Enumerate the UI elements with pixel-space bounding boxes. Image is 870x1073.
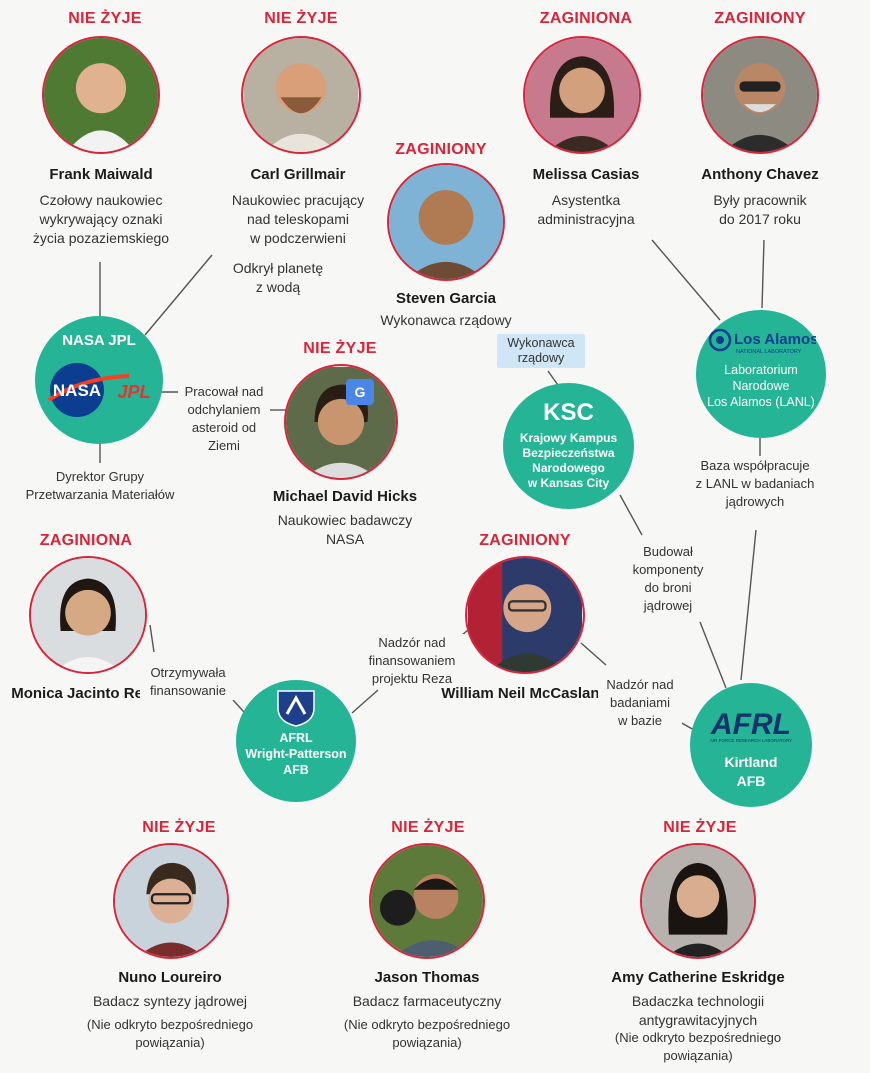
avatar-nuno xyxy=(113,843,229,959)
name-carl: Carl Grillmair xyxy=(250,166,346,183)
link-label-kirtland xyxy=(699,621,727,689)
translate-icon[interactable]: G xyxy=(346,379,374,405)
link-monica-label xyxy=(149,624,155,653)
link-lanl-kirtland xyxy=(740,529,757,681)
org-ksc: KSC Krajowy Kampus Bezpieczeństwa Narodo… xyxy=(503,383,634,509)
svg-text:AFRL: AFRL xyxy=(710,709,791,741)
link-afrlwp-label xyxy=(351,689,379,714)
label-hicks-nasa: Pracował nad odchylaniem asteroid od Zie… xyxy=(178,383,270,455)
link-william-label xyxy=(580,642,607,666)
name-nuno: Nuno Loureiro xyxy=(118,969,222,986)
note-jason: (Nie odkryto bezpośredniego powiązania) xyxy=(343,1017,511,1050)
org-lanl: Los Alamos NATIONAL LABORATORY Laborator… xyxy=(696,310,826,438)
link-label-afrlwp xyxy=(232,699,245,713)
lanl-name: Laboratorium Narodowe Los Alamos (LANL) xyxy=(707,363,815,409)
desc-nuno: Badacz syntezy jądrowej xyxy=(92,993,248,1009)
avatar-carl xyxy=(241,36,361,154)
afrl-logo: AFRL AIR FORCE RESEARCH LABORATORY xyxy=(710,709,792,743)
note-nuno: (Nie odkryto bezpośredniego powiązania) xyxy=(86,1017,254,1050)
org-nasa-jpl: NASA JPL NASA JPL xyxy=(35,316,163,444)
svg-text:AIR FORCE RESEARCH LABORATORY: AIR FORCE RESEARCH LABORATORY xyxy=(710,738,792,743)
name-steven: Steven Garcia xyxy=(395,290,497,307)
link-anthony-lanl xyxy=(761,239,765,309)
svg-text:NASA: NASA xyxy=(53,381,101,400)
name-william: William Neil McCasland xyxy=(441,685,609,702)
link-melissa-lanl xyxy=(651,239,721,321)
avatar-melissa xyxy=(523,36,641,154)
kirtland-name: Kirtland AFB xyxy=(724,754,778,789)
label-william-afrl: Nadzór nad finansowaniem projektu Reza xyxy=(360,634,464,688)
status-frank: NIE ŻYJE xyxy=(68,10,142,27)
status-melissa: ZAGINIONA xyxy=(539,10,633,27)
status-jason: NIE ŻYJE xyxy=(391,819,465,836)
status-steven: ZAGINIONY xyxy=(395,141,487,158)
label-william-kirtland: Nadzór nad badaniami w bazie xyxy=(598,676,682,730)
avatar-william xyxy=(465,556,585,674)
nasa-jpl-name: NASA JPL xyxy=(62,332,136,349)
status-william: ZAGINIONY xyxy=(479,532,571,549)
desc-steven: Wykonawca rządowy xyxy=(380,312,512,328)
svg-text:NATIONAL LABORATORY: NATIONAL LABORATORY xyxy=(736,349,802,355)
status-amy: NIE ŻYJE xyxy=(663,819,737,836)
status-carl: NIE ŻYJE xyxy=(264,10,338,27)
org-afrl-wright-patterson: AFRL Wright-Patterson AFB xyxy=(236,680,356,802)
lanl-logo: Los Alamos NATIONAL LABORATORY xyxy=(708,328,816,355)
label-ksc-kirtland: Budował komponenty do broni jądrowej xyxy=(618,543,718,615)
label-lanl-kirtland: Baza współpracuje z LANL w badaniach jąd… xyxy=(670,457,840,511)
avatar-amy xyxy=(640,843,756,959)
name-anthony: Anthony Chavez xyxy=(701,166,819,183)
name-michael: Michael David Hicks xyxy=(272,488,418,505)
org-kirtland: AFRL AIR FORCE RESEARCH LABORATORY Kirtl… xyxy=(690,683,812,807)
name-melissa: Melissa Casias xyxy=(532,166,640,183)
name-monica: Monica Jacinto Reza xyxy=(11,685,159,702)
desc-frank: Czołowy naukowiec wykrywający oznaki życ… xyxy=(32,192,170,246)
label-monica-afrl: Otrzymywała finansowanie xyxy=(140,664,236,700)
afrl-wp-name: AFRL Wright-Patterson AFB xyxy=(245,731,347,777)
desc-michael: Naukowiec badawczy NASA xyxy=(277,512,413,547)
avatar-anthony xyxy=(701,36,819,154)
avatar-steven xyxy=(387,163,505,281)
svg-text:JPL: JPL xyxy=(117,382,150,402)
desc-jason: Badacz farmaceutyczny xyxy=(352,993,502,1009)
status-michael: NIE ŻYJE xyxy=(303,340,377,357)
link-ksc-label xyxy=(619,494,643,536)
link-carl-nasa xyxy=(144,254,213,336)
desc-amy: Badaczka technologii antygrawitacyjnych xyxy=(631,993,765,1028)
status-nuno: NIE ŻYJE xyxy=(142,819,216,836)
avatar-michael xyxy=(284,364,398,480)
desc-melissa: Asystentka administracyjna xyxy=(537,192,635,227)
svg-text:Los Alamos: Los Alamos xyxy=(734,331,816,348)
name-jason: Jason Thomas xyxy=(374,969,480,986)
ksc-abbr: KSC xyxy=(543,399,594,426)
nasa-jpl-logo: NASA JPL xyxy=(47,363,151,417)
name-amy: Amy Catherine Eskridge xyxy=(611,969,785,986)
status-monica: ZAGINIONA xyxy=(39,532,133,549)
svg-text:G: G xyxy=(355,384,366,400)
desc-carl: Naukowiec pracujący nad teleskopami w po… xyxy=(231,192,365,246)
avatar-monica xyxy=(29,556,147,674)
note-amy: (Nie odkryto bezpośredniego powiązania) xyxy=(614,1030,782,1063)
ksc-name: Krajowy Kampus Bezpieczeństwa Narodowego… xyxy=(519,431,618,490)
desc-anthony: Były pracownik do 2017 roku xyxy=(713,192,807,227)
avatar-frank xyxy=(42,36,160,154)
name-frank: Frank Maiwald xyxy=(49,166,153,183)
tag-steven-contractor: Wykonawca rządowy xyxy=(497,334,585,368)
label-nasa-director: Dyrektor Grupy Przetwarzania Materiałów xyxy=(25,469,175,502)
desc-carl-2: Odkrył planetę z wodą xyxy=(232,260,324,295)
status-anthony: ZAGINIONY xyxy=(714,10,806,27)
avatar-jason xyxy=(369,843,485,959)
afrl-shield-icon xyxy=(277,690,315,727)
